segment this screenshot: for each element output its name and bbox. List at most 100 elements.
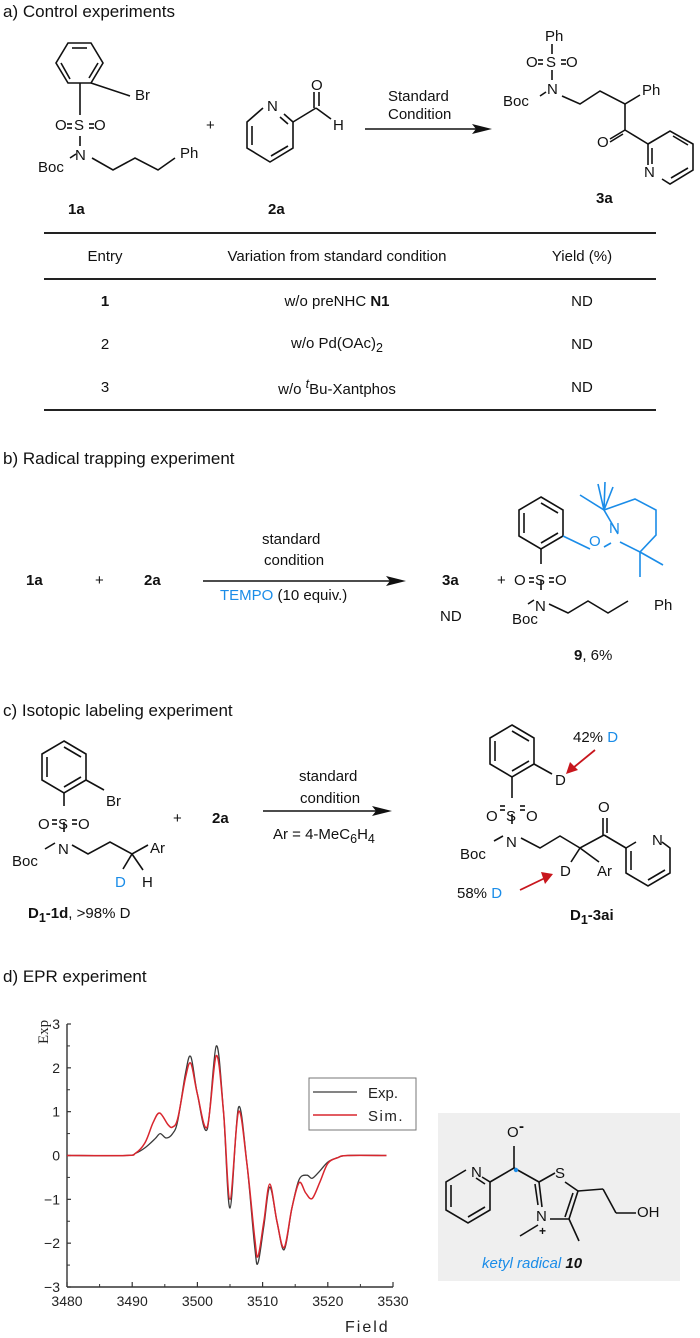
- arrow-condition-mid: condition: [264, 552, 325, 569]
- radical-dot: [513, 1167, 519, 1173]
- ketyl-radical-structure: [445, 1146, 636, 1242]
- atom-ph: Ph: [545, 28, 564, 45]
- label-d-purity: , >98% D: [68, 905, 131, 922]
- y-tick-label: −1: [44, 1191, 60, 1207]
- arrow-condition-mid: condition: [300, 790, 361, 807]
- legend-label-sim: Sim.: [368, 1108, 404, 1125]
- atom-n: N: [506, 834, 517, 851]
- atom-n: N: [267, 98, 278, 115]
- compound-label-9: 9: [574, 647, 583, 664]
- label-d: D: [570, 907, 581, 924]
- atom-boc: Boc: [460, 846, 486, 863]
- product-9-yield: , 6%: [582, 647, 613, 664]
- label-sub: 1: [580, 913, 588, 927]
- d-blue: D: [607, 729, 619, 746]
- compound-label-2a: 2a: [268, 201, 285, 218]
- arrow-condition-top: standard: [299, 768, 358, 785]
- variation-bold-text: N1: [370, 293, 390, 310]
- compound-label-1a: 1a: [68, 201, 85, 218]
- atom-n-blue: N: [609, 520, 620, 537]
- product-3a-yield: ND: [440, 608, 462, 625]
- y-tick-label: 1: [52, 1104, 60, 1120]
- atom-n: N: [536, 1208, 547, 1225]
- x-tick-label: 3520: [312, 1293, 343, 1309]
- product-3a: 3a: [442, 572, 459, 589]
- atom-boc: Boc: [38, 159, 64, 176]
- variation-cell: w/o Pd(OAc)2: [166, 323, 508, 366]
- legend-label-exp: Exp.: [368, 1085, 398, 1102]
- variation-tail-text: Bu-Xantphos: [309, 381, 396, 398]
- tempo-equiv: (10 equiv.): [273, 587, 348, 604]
- plus-sign: +: [497, 572, 506, 589]
- x-tick-label: 3500: [182, 1293, 213, 1309]
- atom-n: N: [75, 147, 86, 164]
- atom-o: O: [566, 54, 578, 71]
- atom-n: N: [58, 841, 69, 858]
- ar-h: H: [357, 826, 368, 843]
- compound-label-3a: 3a: [596, 190, 613, 207]
- atom-boc: Boc: [503, 93, 529, 110]
- entry-cell: 2: [100, 336, 110, 353]
- reaction-arrow-c: [263, 806, 392, 816]
- legend-box: [308, 1077, 417, 1131]
- table-row: 2 w/o Pd(OAc)2 ND: [44, 323, 656, 366]
- percent-58: 58%: [457, 885, 488, 902]
- plus-sign: +: [95, 572, 104, 589]
- atom-s: S: [535, 572, 546, 589]
- atom-o: O: [526, 808, 538, 825]
- atom-o: O: [78, 816, 90, 833]
- ar-text: Ar = 4-MeC: [273, 826, 351, 843]
- variation-text: w/o preNHC: [284, 293, 371, 310]
- y-tick-label: 0: [52, 1148, 60, 1164]
- reactant-d1-1d-label: D1-1d, >98% D: [28, 905, 130, 925]
- ketyl-radical-label: ketyl radical 10: [482, 1255, 582, 1272]
- atom-o-blue: O: [589, 533, 601, 550]
- ketyl-radical-panel: O - N S N + OH ketyl radical 10: [438, 1113, 680, 1281]
- y-tick-label: −2: [44, 1235, 60, 1251]
- table-row: 1 w/o preNHC N1 ND: [44, 279, 656, 323]
- entry-cell: 1: [100, 293, 110, 310]
- reaction-arrow-a: [365, 124, 492, 134]
- atom-o: O: [555, 572, 567, 589]
- reactant-2a: 2a: [144, 572, 161, 589]
- plus-sign: +: [173, 810, 182, 827]
- atom-n: N: [547, 81, 558, 98]
- atom-oh: OH: [637, 1204, 660, 1221]
- yield-cell: ND: [571, 293, 593, 310]
- table-header-row: Entry Variation from standard condition …: [44, 232, 656, 280]
- product-3a-structure: [538, 44, 694, 185]
- d-blue: D: [491, 885, 503, 902]
- yield-cell: ND: [508, 366, 656, 411]
- variation-cell: w/o tBu-Xantphos: [166, 366, 508, 411]
- atom-n: N: [535, 598, 546, 615]
- product-d1-3ai-structure: [489, 724, 671, 887]
- atom-h: H: [142, 874, 153, 891]
- section-d-title: d) EPR experiment: [3, 967, 147, 986]
- control-experiment-scheme: [55, 42, 694, 185]
- atom-s: S: [506, 808, 517, 825]
- tempo-label: TEMPO: [220, 587, 274, 604]
- atom-n: N: [644, 164, 655, 181]
- atom-ar: Ar: [150, 840, 165, 857]
- y-axis-label: Exp: [36, 1020, 52, 1044]
- plus-sign: +: [206, 117, 215, 134]
- arrow-condition-top: standard: [262, 531, 321, 548]
- header-entry: Entry: [44, 232, 166, 280]
- label-rest: -3ai: [587, 907, 614, 924]
- atom-ph: Ph: [180, 145, 199, 162]
- atom-n: N: [652, 832, 663, 849]
- x-tick-label: 3530: [377, 1293, 408, 1309]
- atom-s: S: [546, 54, 557, 71]
- reactant-d1-1d-structure: [41, 740, 149, 871]
- atom-br: Br: [135, 87, 150, 104]
- radical-trapping-scheme: [203, 481, 664, 614]
- charge-plus: +: [539, 1224, 547, 1238]
- y-tick-label: −3: [44, 1279, 60, 1295]
- atom-s: S: [58, 816, 69, 833]
- arrow-condition-bottom: Condition: [388, 106, 452, 123]
- product-d1-3ai-label: D1-3ai: [570, 907, 614, 927]
- chart-legend: Exp. Sim.: [308, 1077, 417, 1131]
- atom-d: D: [560, 863, 571, 880]
- atom-s: S: [74, 117, 85, 134]
